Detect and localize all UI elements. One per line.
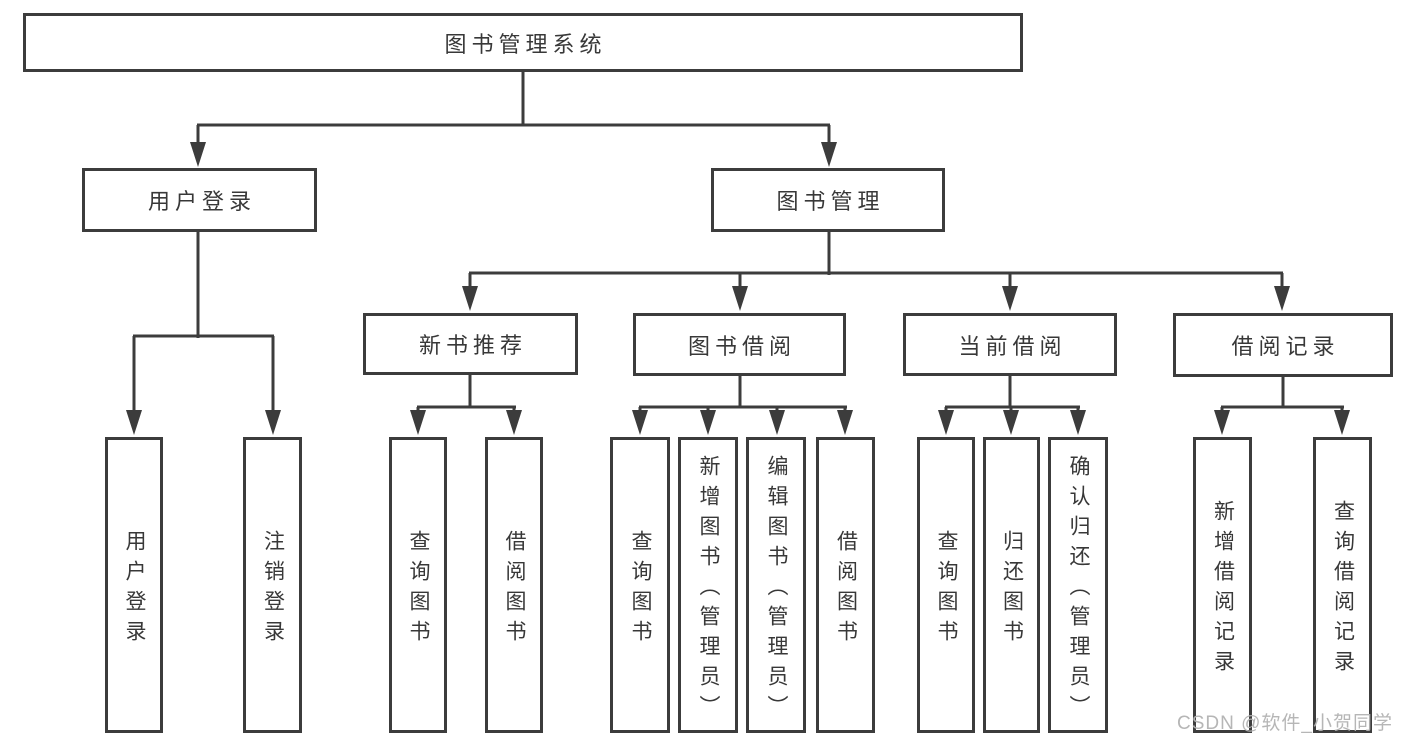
leaf-borrow-books-2: 借阅图书 [816,437,875,733]
leaf-return-book: 归还图书 [983,437,1040,733]
leaf-return-book-label: 归还图书 [1000,529,1024,650]
node-user-login: 用户登录 [82,168,317,232]
node-borrow-records-label: 借阅记录 [1231,334,1340,359]
node-new-book-recommend-label: 新书推荐 [418,333,527,358]
leaf-query-borrow-record: 查询借阅记录 [1313,437,1372,733]
leaf-logout: 注销登录 [243,437,302,733]
node-current-borrow: 当前借阅 [903,313,1117,376]
csdn-watermark: CSDN @软件_小贺同学 [1177,713,1393,734]
node-root-label: 图书管理系统 [444,31,607,57]
leaf-edit-book-admin: 编辑图书（管理员） [746,437,806,733]
leaf-add-book-admin: 新增图书（管理员） [678,437,738,733]
leaf-confirm-return-admin-label: 确认归还（管理员） [1067,454,1090,725]
node-new-book-recommend: 新书推荐 [363,313,578,375]
node-user-login-label: 用户登录 [147,189,256,214]
leaf-query-books-1: 查询图书 [389,437,447,733]
leaf-query-borrow-record-label: 查询借阅记录 [1331,499,1355,680]
node-borrow-records: 借阅记录 [1173,313,1393,377]
node-root: 图书管理系统 [23,13,1023,72]
leaf-logout-label: 注销登录 [261,529,285,650]
leaf-borrow-books-2-label: 借阅图书 [834,529,858,650]
leaf-query-books-3-label: 查询图书 [935,529,958,650]
leaf-add-borrow-record-label: 新增借阅记录 [1211,499,1235,680]
leaf-add-book-admin-label: 新增图书（管理员） [697,454,720,725]
leaf-edit-book-admin-label: 编辑图书（管理员） [765,454,788,725]
leaf-query-books-1-label: 查询图书 [407,529,430,650]
leaf-user-login-label: 用户登录 [123,529,146,650]
leaf-user-login: 用户登录 [105,437,163,733]
leaf-query-books-3: 查询图书 [917,437,975,733]
leaf-confirm-return-admin: 确认归还（管理员） [1048,437,1108,733]
leaf-borrow-books-1: 借阅图书 [485,437,543,733]
leaf-query-books-2-label: 查询图书 [629,529,652,650]
node-book-borrow: 图书借阅 [633,313,846,376]
node-book-management-label: 图书管理 [776,189,885,214]
node-current-borrow-label: 当前借阅 [958,333,1067,359]
leaf-add-borrow-record: 新增借阅记录 [1193,437,1252,733]
node-book-management: 图书管理 [711,168,945,232]
node-book-borrow-label: 图书借阅 [687,333,796,359]
leaf-query-books-2: 查询图书 [610,437,670,733]
leaf-borrow-books-1-label: 借阅图书 [503,529,526,650]
